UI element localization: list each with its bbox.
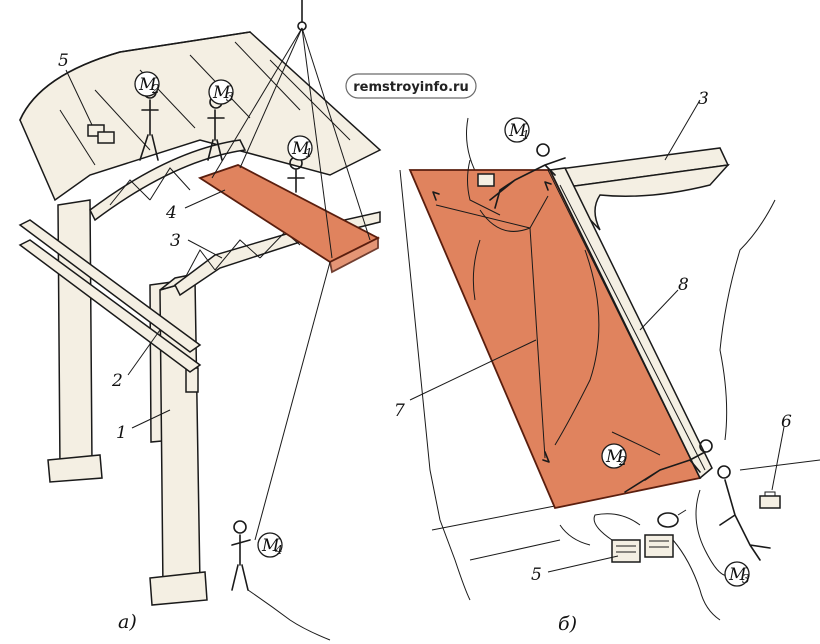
marker-m1-a	[287, 135, 313, 161]
label-8-b: 8	[678, 275, 689, 295]
lifted-slab	[197, 164, 380, 274]
worker-m2-b-figure	[611, 431, 713, 493]
label-3-b: 3	[698, 89, 709, 109]
marker-m2-a-sub: 2	[151, 82, 160, 96]
slab-slings-b	[432, 181, 600, 463]
marker-m3-a-main: M	[212, 83, 231, 103]
roof-slabs	[19, 31, 382, 202]
marker-m2-b-sub: 2	[618, 454, 627, 468]
marker-m1-a-main: M	[291, 139, 310, 159]
crane-beam	[18, 219, 202, 373]
welding-machines	[559, 509, 721, 621]
toolboxes-a	[87, 124, 115, 144]
label-6-b: 6	[781, 412, 792, 432]
marker-m1-b-sub: 1	[522, 128, 530, 142]
label-5-a: 5	[58, 51, 69, 71]
marker-m1-b-main: M	[508, 121, 527, 141]
marker-m2-a-main: M	[138, 75, 157, 95]
beam-edge-8	[548, 167, 713, 480]
label-1-a: 1	[116, 423, 127, 443]
worker-m3-b-figure	[695, 465, 771, 577]
marker-m4-a-main: M	[261, 536, 280, 556]
worker-m4-figure	[231, 520, 331, 641]
marker-m3-b	[724, 561, 750, 587]
panel-b: M 1 M 2 M 3 3 8 7 6 5 б)	[394, 89, 820, 635]
label-4-a: 4	[165, 203, 177, 223]
toolbox-b	[759, 491, 781, 509]
marker-m3-a	[208, 79, 234, 105]
label-3-a: 3	[170, 231, 181, 251]
marker-m3-b-sub: 3	[742, 572, 750, 586]
crane-slings	[211, 0, 371, 541]
marker-m3-a-sub: 3	[226, 90, 234, 104]
label-5-b: 5	[531, 565, 542, 585]
marker-m2-a	[134, 71, 160, 97]
label-2-a: 2	[111, 371, 123, 391]
marker-m4-a-sub: 4	[274, 543, 283, 557]
worker-m1-b-figure	[467, 143, 566, 216]
marker-m2-b-main: M	[605, 447, 624, 467]
watermark-text: remstroyinfo.ru	[353, 80, 468, 95]
marker-m1-a-sub: 1	[305, 146, 313, 160]
marker-m1-b	[504, 117, 530, 143]
marker-m4-a	[257, 532, 283, 558]
placed-slab	[408, 169, 702, 510]
watermark: remstroyinfo.ru	[345, 73, 477, 99]
marker-m3-b-main: M	[728, 565, 747, 585]
label-7-b: 7	[394, 401, 405, 421]
caption-a: а)	[118, 611, 137, 633]
panel-a: M 2 M 3 M 1 M 4 5 4 3 2 1 а)	[18, 0, 382, 641]
marker-m2-b	[601, 443, 627, 469]
caption-b: б)	[558, 613, 577, 635]
